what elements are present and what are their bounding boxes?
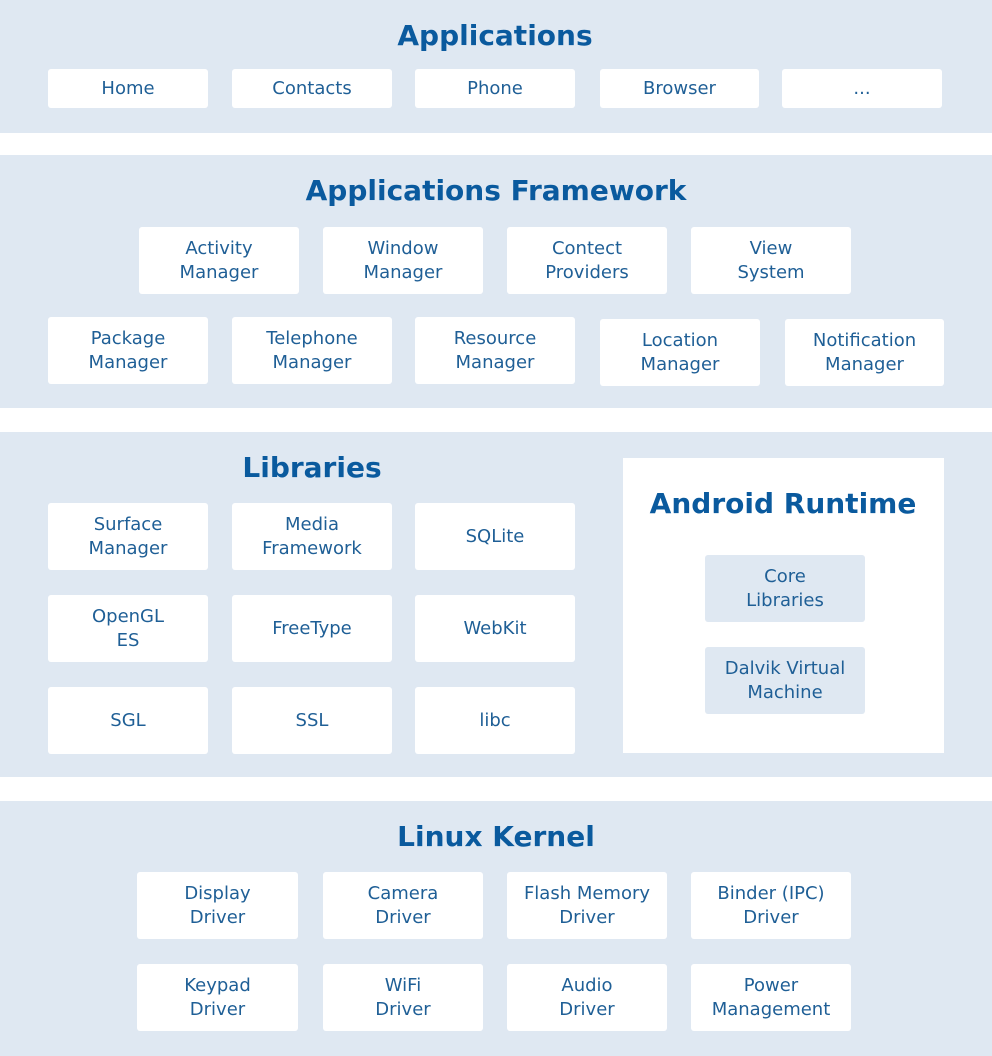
kernel-wifi-driver-line1: WiFi	[384, 974, 422, 996]
libraries-layer: Libraries Surface Manager Media Framewor…	[0, 432, 992, 777]
library-sqlite-label: SQLite	[465, 525, 525, 547]
runtime-core-libraries-line2: Libraries	[746, 589, 824, 611]
kernel-keypad-driver-line1: Keypad	[184, 974, 251, 996]
framework-activity-manager-line1: Activity	[185, 237, 253, 259]
kernel-audio-driver: Audio Driver	[507, 964, 667, 1031]
library-sgl: SGL	[48, 687, 208, 754]
library-media-framework: Media Framework	[232, 503, 392, 570]
applications-layer: Applications Home Contacts Phone Browser…	[0, 0, 992, 133]
app-more-label: ...	[853, 77, 871, 99]
kernel-wifi-driver-line2: Driver	[375, 998, 431, 1020]
framework-telephone-manager: Telephone Manager	[232, 317, 392, 384]
library-media-framework-line2: Framework	[262, 537, 362, 559]
runtime-dalvik-vm-line2: Machine	[747, 681, 823, 703]
framework-package-manager-line1: Package	[90, 327, 166, 349]
kernel-layer: Linux Kernel Display Driver Camera Drive…	[0, 801, 992, 1056]
android-runtime-panel: Android Runtime Core Libraries Dalvik Vi…	[623, 458, 944, 753]
app-home-label: Home	[101, 77, 155, 99]
libraries-title: Libraries	[242, 451, 382, 484]
framework-view-system-line1: View	[749, 237, 793, 259]
kernel-flash-memory-driver-line1: Flash Memory	[523, 882, 651, 904]
kernel-binder-driver-line2: Driver	[743, 906, 799, 928]
framework-location-manager-line1: Location	[641, 329, 719, 351]
kernel-keypad-driver-line2: Driver	[189, 998, 246, 1020]
framework-telephone-manager-line2: Manager	[272, 351, 352, 373]
kernel-power-management-line2: Management	[711, 998, 831, 1020]
kernel-wifi-driver: WiFi Driver	[323, 964, 483, 1031]
framework-content-providers-line1: Contect	[551, 237, 623, 259]
framework-view-system-line2: System	[737, 261, 805, 283]
app-contacts: Contacts	[232, 69, 392, 108]
framework-resource-manager-line2: Manager	[455, 351, 535, 373]
framework-notification-manager-line1: Notification	[812, 329, 917, 351]
framework-content-providers-line2: Providers	[545, 261, 629, 283]
kernel-camera-driver: Camera Driver	[323, 872, 483, 939]
framework-view-system: View System	[691, 227, 851, 294]
runtime-core-libraries: Core Libraries	[705, 555, 865, 622]
framework-telephone-manager-line1: Telephone	[266, 327, 358, 349]
app-phone-label: Phone	[467, 77, 523, 99]
library-ssl: SSL	[232, 687, 392, 754]
library-freetype: FreeType	[232, 595, 392, 662]
kernel-audio-driver-line2: Driver	[559, 998, 615, 1020]
library-libc-label: libc	[479, 709, 511, 731]
framework-location-manager: Location Manager	[600, 319, 760, 386]
app-browser: Browser	[600, 69, 759, 108]
library-libc: libc	[415, 687, 575, 754]
framework-window-manager-line1: Window	[367, 237, 439, 259]
kernel-power-management: Power Management	[691, 964, 851, 1031]
kernel-display-driver-line1: Display	[184, 882, 251, 904]
framework-notification-manager-line2: Manager	[825, 353, 904, 375]
kernel-flash-memory-driver-line2: Driver	[559, 906, 615, 928]
framework-window-manager: Window Manager	[323, 227, 483, 294]
framework-location-manager-line2: Manager	[640, 353, 720, 375]
kernel-binder-driver: Binder (IPC) Driver	[691, 872, 851, 939]
framework-resource-manager: Resource Manager	[415, 317, 575, 384]
library-sqlite: SQLite	[415, 503, 575, 570]
kernel-camera-driver-line1: Camera	[367, 882, 439, 904]
kernel-keypad-driver: Keypad Driver	[137, 964, 298, 1031]
framework-package-manager: Package Manager	[48, 317, 208, 384]
kernel-flash-memory-driver: Flash Memory Driver	[507, 872, 667, 939]
library-surface-manager: Surface Manager	[48, 503, 208, 570]
library-opengl-es-line1: OpenGL	[91, 605, 165, 627]
framework-activity-manager-line2: Manager	[179, 261, 259, 283]
kernel-binder-driver-line1: Binder (IPC)	[717, 882, 825, 904]
library-surface-manager-line2: Manager	[88, 537, 168, 559]
kernel-camera-driver-line2: Driver	[375, 906, 431, 928]
library-surface-manager-line1: Surface	[93, 513, 163, 535]
app-phone: Phone	[415, 69, 575, 108]
library-opengl-es-line2: ES	[116, 629, 140, 651]
kernel-display-driver-line2: Driver	[189, 906, 246, 928]
library-opengl-es: OpenGL ES	[48, 595, 208, 662]
framework-window-manager-line2: Manager	[363, 261, 443, 283]
library-media-framework-line1: Media	[284, 513, 340, 535]
kernel-audio-driver-line1: Audio	[561, 974, 613, 996]
library-webkit: WebKit	[415, 595, 575, 662]
framework-layer: Applications Framework Activity Manager …	[0, 155, 992, 408]
app-contacts-label: Contacts	[272, 77, 352, 99]
library-webkit-label: WebKit	[463, 617, 527, 639]
kernel-power-management-line1: Power	[743, 974, 799, 996]
applications-title: Applications	[397, 19, 593, 52]
app-more: ...	[782, 69, 942, 108]
framework-content-providers: Contect Providers	[507, 227, 667, 294]
runtime-core-libraries-line1: Core	[764, 565, 806, 587]
runtime-dalvik-vm-line1: Dalvik Virtual	[724, 657, 846, 679]
android-runtime-title: Android Runtime	[649, 487, 917, 520]
framework-title: Applications Framework	[305, 174, 687, 207]
app-home: Home	[48, 69, 208, 108]
framework-notification-manager: Notification Manager	[785, 319, 944, 386]
framework-package-manager-line2: Manager	[88, 351, 168, 373]
library-ssl-label: SSL	[295, 709, 329, 731]
framework-activity-manager: Activity Manager	[139, 227, 299, 294]
kernel-display-driver: Display Driver	[137, 872, 298, 939]
kernel-title: Linux Kernel	[397, 820, 595, 853]
runtime-dalvik-vm: Dalvik Virtual Machine	[705, 647, 865, 714]
library-sgl-label: SGL	[110, 709, 146, 731]
framework-resource-manager-line1: Resource	[453, 327, 537, 349]
app-browser-label: Browser	[643, 77, 716, 99]
library-freetype-label: FreeType	[272, 617, 352, 639]
